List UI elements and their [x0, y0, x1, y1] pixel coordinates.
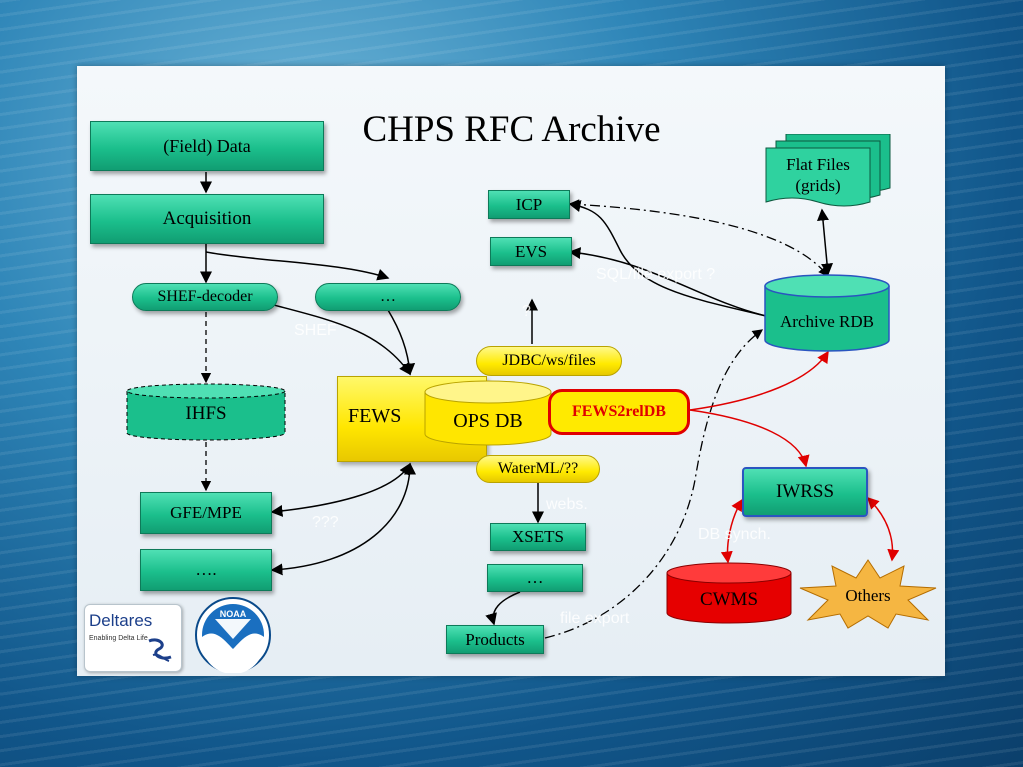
- arrow-archive-to-evs: [568, 247, 767, 317]
- others-star-shape: [799, 559, 937, 629]
- deltares-tagline: Enabling Delta Life: [89, 635, 148, 642]
- fews-label: FEWS: [348, 405, 402, 427]
- icp-label: ICP: [515, 194, 543, 214]
- cwms-node: CWMS: [666, 562, 792, 624]
- fews2reldb-label: FEWS2relDB: [572, 403, 666, 420]
- faint-shef-label: SHEF: [294, 322, 337, 339]
- arrow-acq-to-ellipsis: [205, 251, 390, 281]
- deltares-wordmark: Deltares: [89, 611, 153, 630]
- flat-files-node: Flat Files (grids): [764, 134, 892, 210]
- ellipsis-top-node: …: [315, 283, 461, 311]
- ihfs-node: IHFS: [126, 383, 286, 441]
- cwms-cylinder-shape: [666, 562, 792, 624]
- deltares-wave-icon: [148, 638, 172, 662]
- acquisition-node: Acquisition: [90, 194, 324, 244]
- dashdot-icp-archive: [568, 199, 829, 278]
- ops-db-cylinder-shape: [424, 380, 552, 446]
- noaa-wordmark: NOAA: [219, 609, 247, 619]
- ihfs-cylinder-shape: [126, 383, 286, 441]
- flat-files-shape: [765, 134, 891, 207]
- field-data-node: (Field) Data: [90, 121, 324, 171]
- products-label: Products: [465, 629, 525, 649]
- archive-rdb-node: Archive RDB: [764, 274, 890, 352]
- archive-rdb-label: Archive RDB: [780, 311, 874, 331]
- ellipsis-mid-label: …: [526, 568, 544, 587]
- xsets-node: XSETS: [490, 523, 586, 551]
- faint-question-label: ?: [522, 303, 531, 320]
- faint-file-export-label: file export: [560, 610, 630, 627]
- red-arrow-iwrss-others: [866, 496, 900, 562]
- jdbc-node: JDBC/ws/files: [476, 346, 622, 376]
- red-arrow-fews2reldb-archive: [689, 350, 829, 411]
- ops-db-node: OPS DB: [424, 380, 552, 446]
- waterml-node: WaterML/??: [476, 455, 600, 483]
- flat-files-label: Flat Files (grids): [786, 155, 850, 195]
- acquisition-label: Acquisition: [162, 208, 252, 229]
- faint-sql-export-label: SQL/file export ?: [596, 266, 716, 283]
- shef-decoder-label: SHEF-decoder: [157, 288, 253, 305]
- gfe-mpe-node: GFE/MPE: [140, 492, 272, 534]
- gfe-mpe-label: GFE/MPE: [170, 503, 242, 522]
- dashdot-products-archive: [544, 329, 764, 639]
- arrow-fews-ellipsis-left: [270, 462, 416, 576]
- xsets-label: XSETS: [512, 527, 564, 546]
- arrow-flatfiles-archive: [817, 208, 833, 276]
- fews2reldb-node: FEWS2relDB: [548, 389, 690, 435]
- ellipsis-mid-node: …: [487, 564, 583, 592]
- ellipsis-top-label: …: [380, 288, 396, 305]
- slide-title: CHPS RFC Archive: [362, 109, 661, 150]
- arrow-archive-to-icp: [568, 200, 767, 317]
- waterml-label: WaterML/??: [497, 460, 579, 477]
- cwms-label: CWMS: [699, 589, 759, 610]
- field-data-label: (Field) Data: [163, 135, 251, 156]
- ellipsis-left-node: ….: [140, 549, 272, 591]
- others-node: Others: [796, 558, 940, 630]
- red-arrow-fews2reldb-iwrss: [689, 409, 810, 468]
- jdbc-label: JDBC/ws/files: [502, 352, 596, 369]
- deltares-logo: Deltares Enabling Delta Life: [84, 604, 182, 672]
- others-label: Others: [845, 586, 891, 605]
- noaa-emblem-icon: [195, 597, 271, 674]
- icp-node: ICP: [488, 190, 570, 219]
- arrow-ellipsis-to-fews: [387, 309, 416, 376]
- products-node: Products: [446, 625, 544, 654]
- arrow-fews-gfe: [270, 462, 411, 517]
- faint-triple-q-label: ???: [312, 514, 339, 531]
- ops-db-label: OPS DB: [453, 409, 523, 432]
- archive-rdb-cylinder-shape: [764, 274, 890, 352]
- shef-decoder-node: SHEF-decoder: [132, 283, 278, 311]
- ihfs-label: IHFS: [185, 403, 227, 424]
- arrow-ellipsis-to-products: [485, 591, 521, 626]
- evs-node: EVS: [490, 237, 572, 266]
- faint-db-synch-label: DB synch.: [698, 526, 771, 543]
- red-arrow-iwrss-cwms: [720, 498, 743, 564]
- iwrss-node: IWRSS: [742, 467, 868, 517]
- arrow-shef-to-fews: [269, 303, 411, 376]
- faint-webs-label: webs.: [546, 496, 588, 513]
- ellipsis-left-label: ….: [195, 560, 217, 579]
- iwrss-label: IWRSS: [775, 481, 835, 502]
- noaa-logo: NOAA: [193, 597, 273, 674]
- evs-label: EVS: [514, 241, 548, 261]
